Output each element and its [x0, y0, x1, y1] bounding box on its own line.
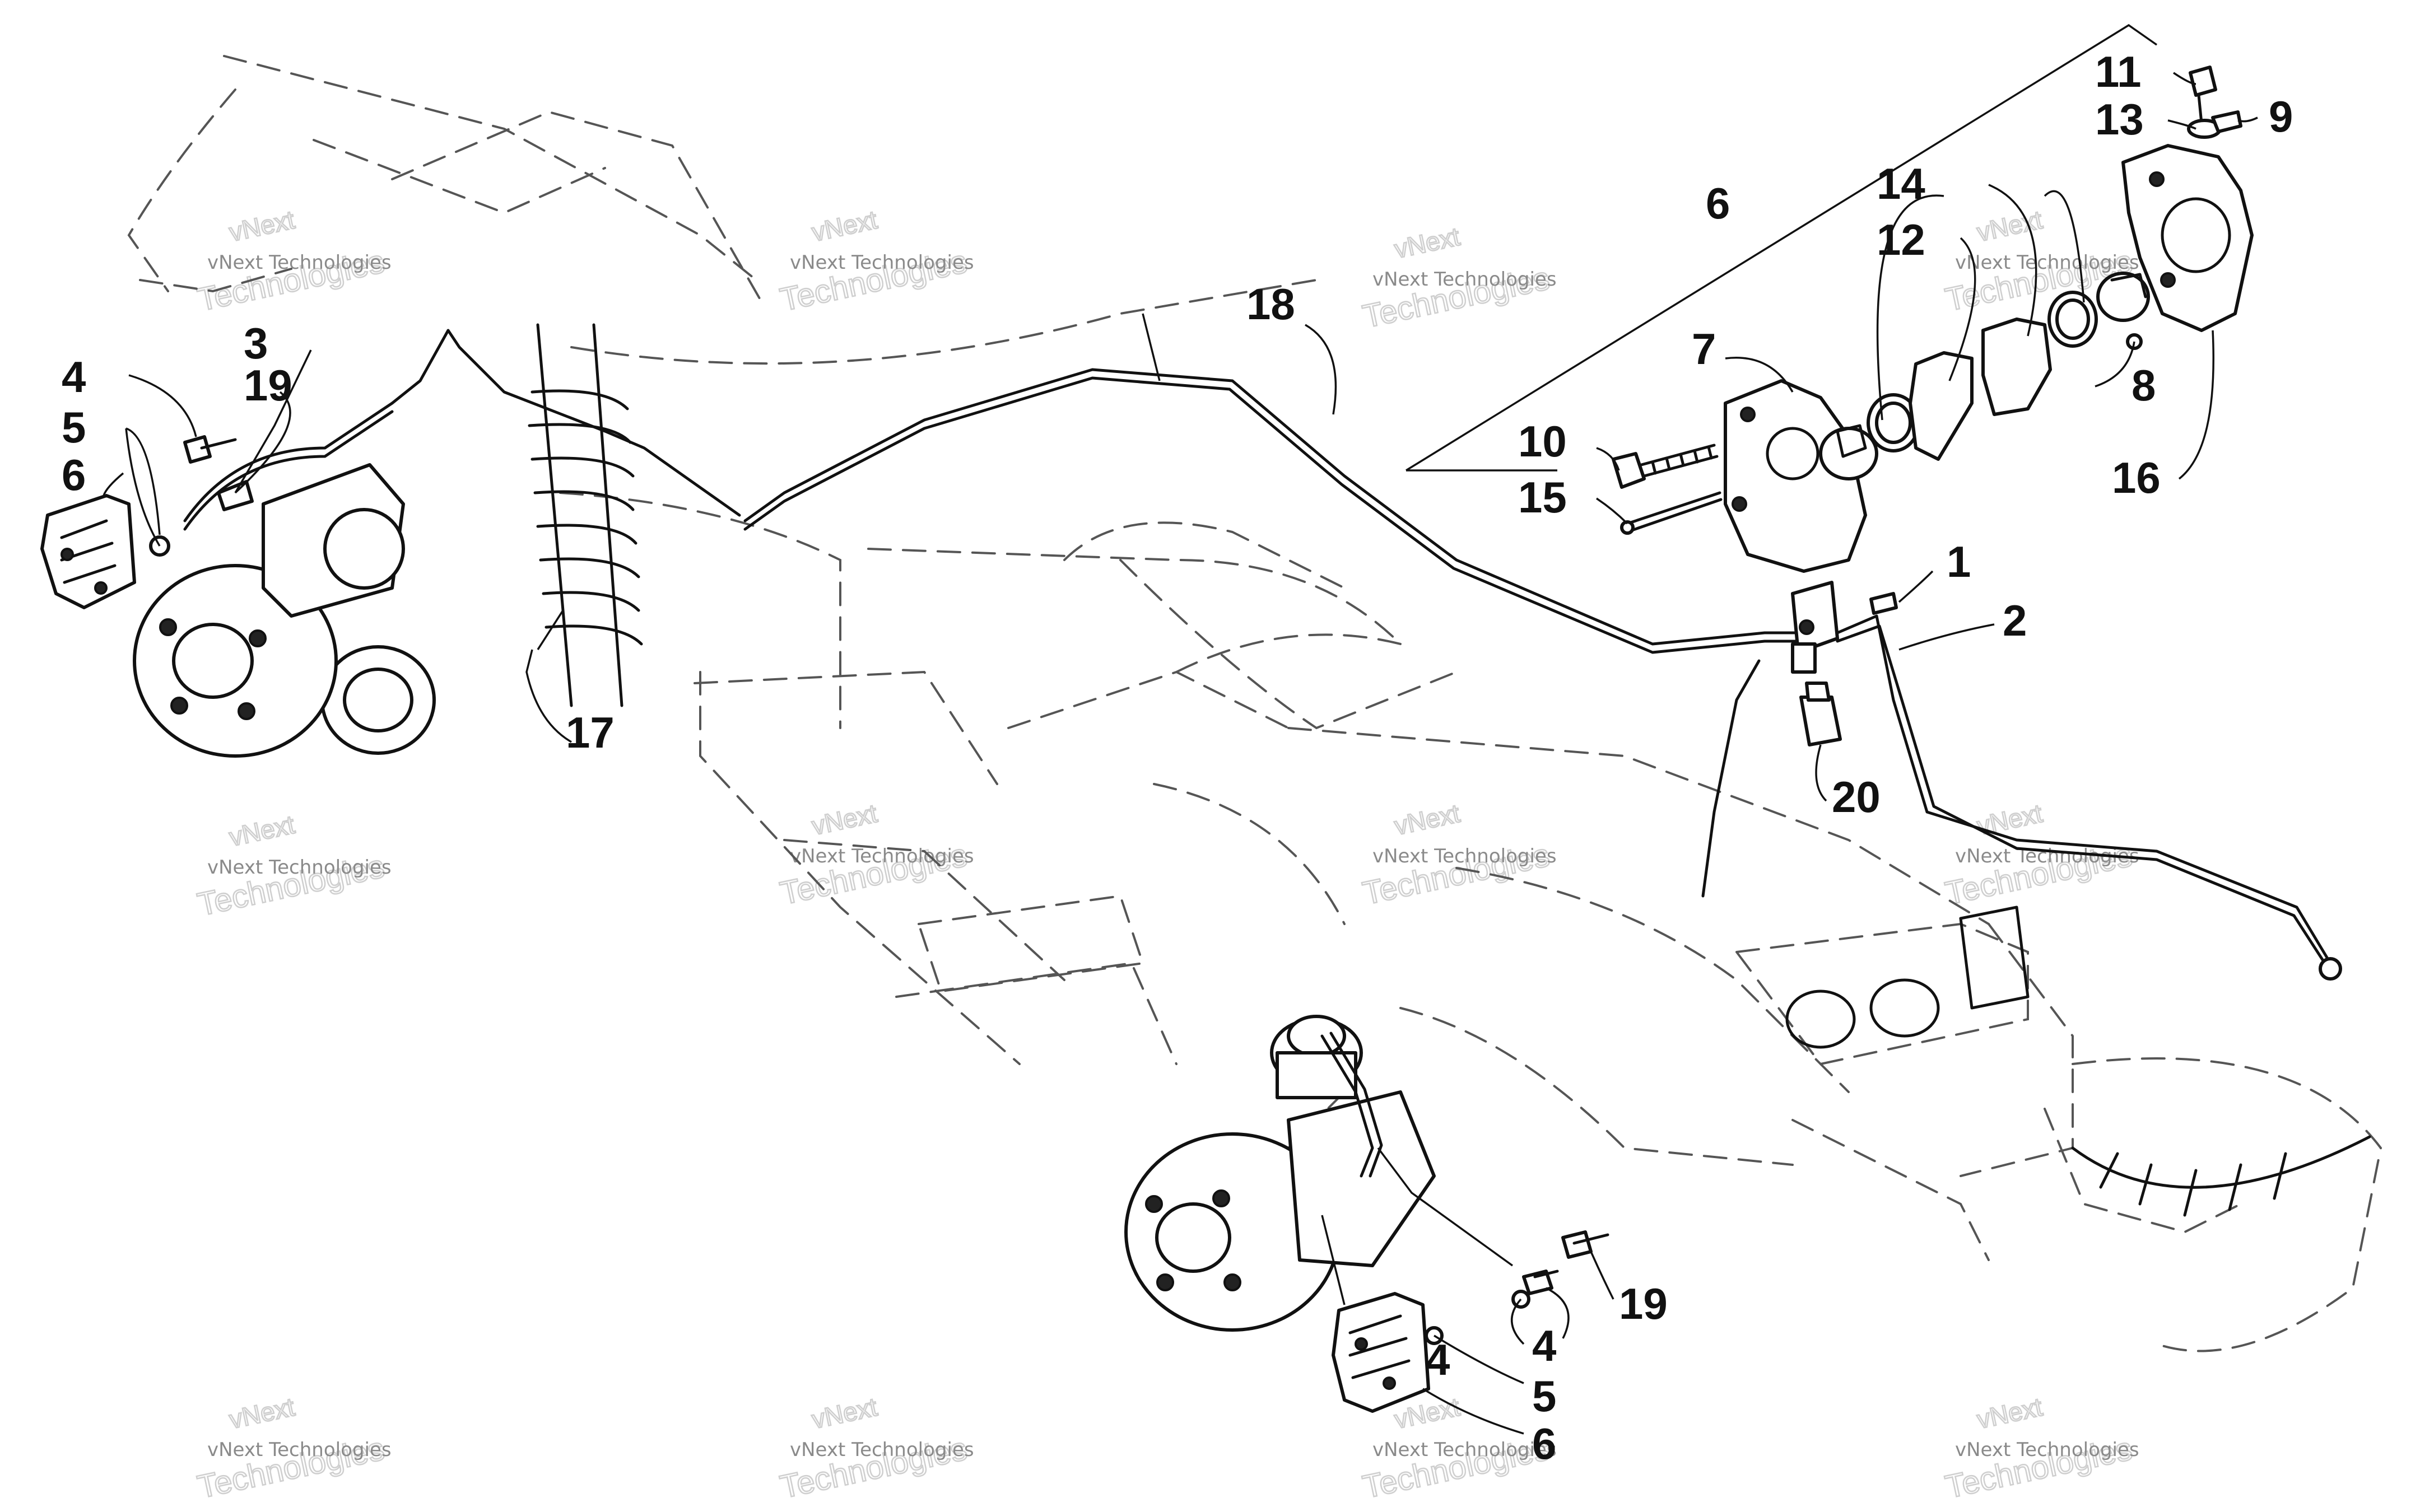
bolt-10: [1612, 452, 1646, 489]
bleeder-11: [2189, 66, 2217, 97]
brake-light-switch: [1799, 682, 1842, 746]
watermark-small-text: vNext: [1392, 222, 1463, 264]
front-banjo-19: [1561, 1230, 1609, 1259]
watermark-text: vNext Technologies: [207, 251, 392, 274]
watermark: Technologies vNext vNext Technologies: [194, 809, 392, 923]
watermark-text: vNext Technologies: [207, 1439, 392, 1461]
callout-labels: 1 2 4 4 5 6 3 19 4 5 6 7 8 9 10 11 12 13…: [62, 47, 2293, 1468]
callout-6-front: 6: [1532, 1419, 1556, 1468]
brake-tee-block: [1791, 581, 1839, 674]
vehicle-frame-outline: [127, 55, 2382, 1352]
callout-1: 1: [1947, 537, 1971, 586]
callout-7: 7: [1692, 324, 1716, 374]
callout-14: 14: [1877, 159, 1925, 208]
watermark-small-text: vNext: [1975, 205, 2045, 247]
watermark-text: vNext Technologies: [1372, 268, 1557, 291]
caliper-half-7: [1724, 379, 1867, 573]
callout-5-rear: 5: [62, 403, 86, 452]
watermark-small-text: vNext: [227, 1392, 297, 1434]
brake-line-main: [743, 368, 1805, 646]
watermark-small-text: vNext: [1392, 799, 1463, 841]
callout-6-rear: 6: [62, 450, 86, 500]
callout-19-front: 19: [1619, 1279, 1668, 1328]
cap-9: [2211, 110, 2242, 133]
watermark-small-text: vNext: [1975, 1392, 2045, 1434]
watermark: Technologies vNext vNext Technologies: [776, 797, 974, 912]
watermark-small-text: vNext: [809, 1392, 880, 1434]
watermark-text: vNext Technologies: [790, 251, 974, 274]
watermark-small-text: vNext: [809, 799, 880, 841]
watermark-text: vNext Technologies: [1955, 1439, 2139, 1461]
watermark-small-text: vNext: [227, 205, 297, 247]
watermark-text: vNext Technologies: [790, 1439, 974, 1461]
callout-4b: 4: [1426, 1335, 1450, 1384]
callout-8: 8: [2132, 361, 2156, 410]
callout-19-rear: 19: [244, 361, 292, 410]
callout-6-group: 6: [1706, 179, 1730, 228]
callout-3: 3: [244, 319, 268, 368]
brake-pad-12a: [1909, 351, 1974, 461]
watermark: Technologies vNext vNext Technologies: [194, 204, 392, 319]
callout-9: 9: [2269, 92, 2293, 141]
watermark-text: vNext Technologies: [1955, 251, 2139, 274]
callout-16: 16: [2112, 453, 2161, 502]
callout-12: 12: [1877, 215, 1925, 264]
brake-pad-12b: [1981, 318, 2052, 416]
watermark: Technologies vNext vNext Technologies: [776, 204, 974, 319]
watermark-text: vNext Technologies: [1372, 845, 1557, 867]
caliper-half-16: [2121, 144, 2254, 332]
pin-15: [1626, 491, 1723, 533]
leader-lines: [103, 72, 2258, 1435]
watermark: Technologies vNext vNext Technologies: [1359, 221, 1557, 335]
watermark-text: vNext Technologies: [207, 856, 392, 879]
rear-bolt-4: [183, 435, 237, 464]
watermark-small-text: vNext: [809, 205, 880, 247]
watermark-small-text: vNext: [227, 810, 297, 852]
callout-15: 15: [1518, 473, 1567, 522]
caliper-exploded-view: [1406, 24, 2254, 573]
callout-5-front: 5: [1532, 1371, 1556, 1421]
front-bolt-4: [1522, 1270, 1559, 1295]
callout-4-front: 4: [1532, 1321, 1556, 1370]
watermark: Technologies vNext vNext Technologies: [194, 1391, 392, 1506]
rear-banjo-19: [217, 480, 254, 511]
watermark-small-text: vNext: [1975, 799, 2045, 841]
callout-10: 10: [1518, 417, 1567, 466]
watermark-text: vNext Technologies: [1372, 1439, 1557, 1461]
front-caliper: [1332, 1292, 1430, 1413]
callout-2: 2: [2003, 596, 2027, 645]
watermark: Technologies vNext vNext Technologies: [1359, 797, 1557, 912]
callout-20: 20: [1832, 772, 1881, 822]
watermark-text: vNext Technologies: [790, 845, 974, 867]
callout-18: 18: [1246, 279, 1295, 329]
callout-17: 17: [566, 708, 615, 757]
callout-11: 11: [2095, 47, 2141, 96]
brake-lines: [183, 329, 2342, 1178]
callout-13: 13: [2095, 95, 2144, 144]
rear-caliper: [40, 494, 136, 609]
bolt-1: [1869, 592, 1898, 615]
watermark: Technologies vNext vNext Technologies: [776, 1391, 974, 1506]
callout-4-rear: 4: [62, 352, 86, 402]
watermark: Technologies vNext vNext Technologies: [1942, 1391, 2139, 1506]
